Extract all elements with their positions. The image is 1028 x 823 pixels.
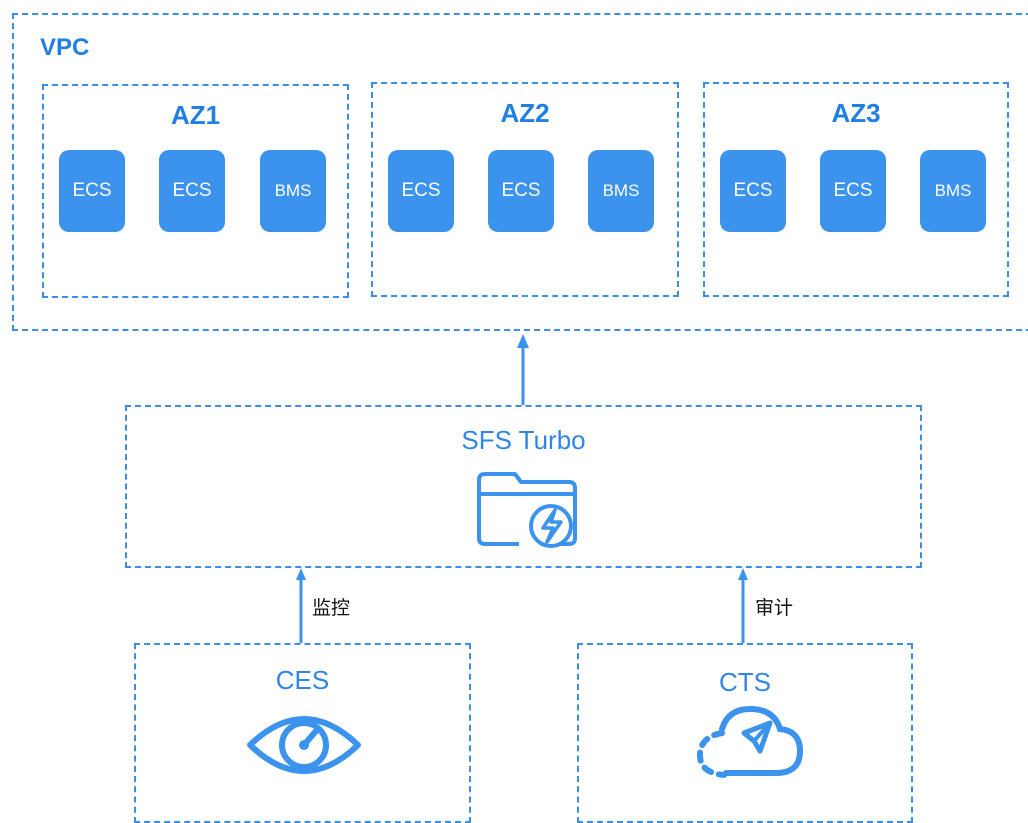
cloud-send-icon xyxy=(696,705,804,778)
az1-zone: AZ1 ECS ECS BMS xyxy=(42,84,349,298)
az1-ecs-1-node: ECS xyxy=(59,150,125,232)
az1-ecs-2-node: ECS xyxy=(159,150,225,232)
az1-bms-node: BMS xyxy=(260,150,326,232)
az3-ecs-2-node: ECS xyxy=(820,150,886,232)
cts-edge-label: 审计 xyxy=(755,597,794,619)
az3-ecs-1-node: ECS xyxy=(720,150,786,232)
az3-bms-node: BMS xyxy=(920,150,986,232)
connectors xyxy=(296,334,748,643)
cts-title: CTS xyxy=(719,667,771,697)
az2-ecs-1-node: ECS xyxy=(388,150,454,232)
az2-bms-node: BMS xyxy=(588,150,654,232)
az1-title: AZ1 xyxy=(170,100,221,130)
folder-lightning-icon xyxy=(477,472,577,548)
eye-gauge-icon xyxy=(247,716,361,774)
az3-title: AZ3 xyxy=(831,98,881,128)
ces-edge-label: 监控 xyxy=(312,597,351,619)
sfs-turbo-title: SFS Turbo xyxy=(461,425,586,455)
arrow-head-sfs-to-vpc xyxy=(517,334,529,348)
az3-zone: AZ3 ECS ECS BMS xyxy=(703,82,1009,297)
ces-title: CES xyxy=(275,665,330,695)
az2-ecs-2-node: ECS xyxy=(488,150,554,232)
arrow-head-cts-to-sfs xyxy=(738,568,748,580)
arrow-head-ces-to-sfs xyxy=(296,568,306,580)
vpc-container xyxy=(12,13,1028,331)
vpc-label: VPC xyxy=(40,34,90,61)
az2-title: AZ2 xyxy=(500,98,550,128)
sfs-turbo-box: SFS Turbo xyxy=(125,405,922,568)
az2-zone: AZ2 ECS ECS BMS xyxy=(371,82,679,297)
